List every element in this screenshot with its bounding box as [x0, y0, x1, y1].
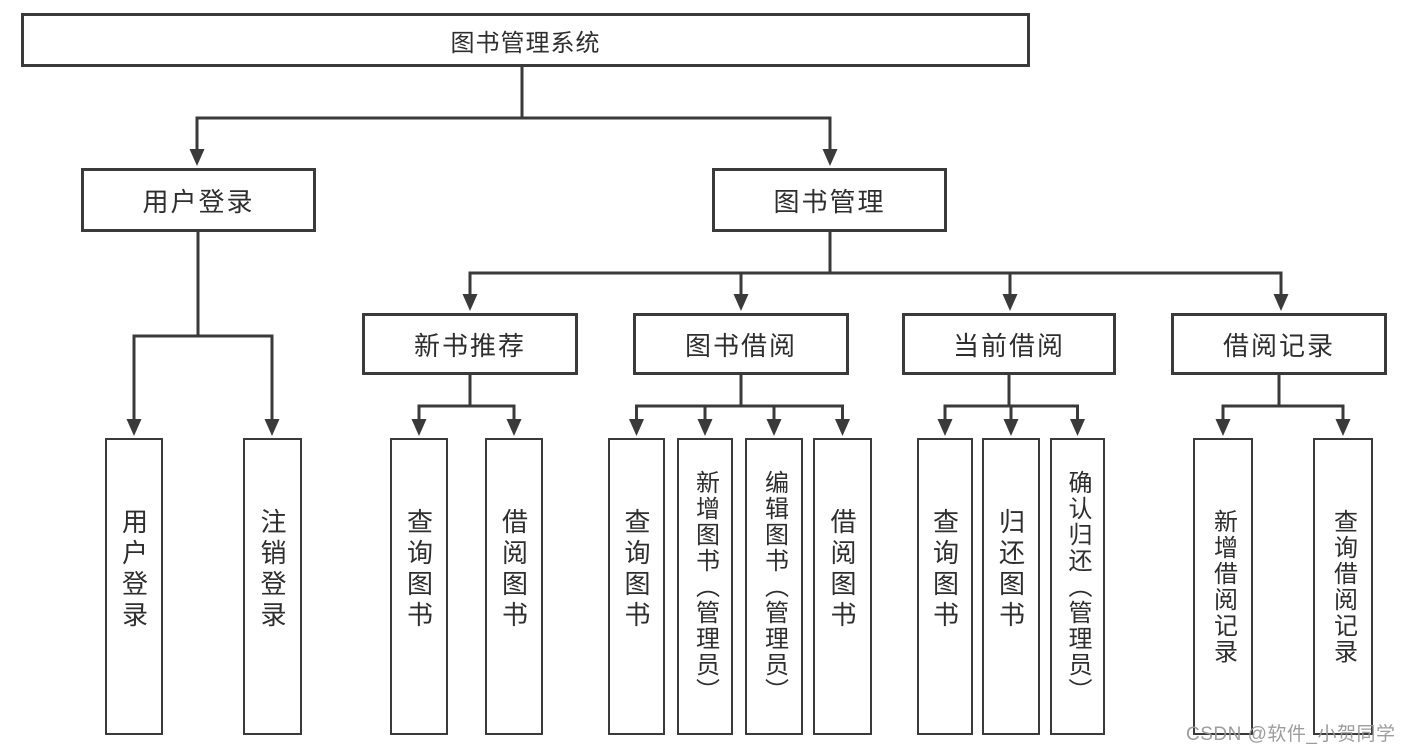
leaf-current-return-book: 归还图书: [982, 438, 1040, 735]
leaf-current-query-book: 查询图书: [917, 438, 973, 735]
node-book-borrow: 图书借阅: [633, 313, 849, 375]
node-current-borrow: 当前借阅: [902, 313, 1116, 375]
leaf-logout-login: 注销登录: [243, 438, 302, 735]
leaf-borrow-borrow-book: 借阅图书: [813, 438, 872, 735]
leaf-borrow-edit-book-admin: 编辑图书（管理员）: [745, 438, 803, 735]
csdn-watermark: CSDN @软件_小贺同学: [1186, 724, 1396, 745]
node-borrow-record: 借阅记录: [1171, 313, 1387, 375]
leaf-borrow-add-book-admin: 新增图书（管理员）: [677, 438, 733, 735]
leaf-record-add-borrow-record: 新增借阅记录: [1193, 438, 1253, 735]
leaf-record-query-borrow-record: 查询借阅记录: [1313, 438, 1373, 735]
leaf-user-login: 用户登录: [105, 438, 163, 735]
leaf-borrow-query-book: 查询图书: [608, 438, 665, 735]
node-system-root: 图书管理系统: [21, 13, 1030, 67]
node-new-book-recommend: 新书推荐: [362, 313, 578, 375]
leaf-newbook-borrow-book: 借阅图书: [485, 438, 543, 735]
node-user-login: 用户登录: [81, 168, 316, 232]
node-book-management: 图书管理: [712, 168, 947, 232]
leaf-current-confirm-return-admin: 确认归还（管理员）: [1050, 438, 1105, 735]
leaf-newbook-query-book: 查询图书: [390, 438, 448, 735]
